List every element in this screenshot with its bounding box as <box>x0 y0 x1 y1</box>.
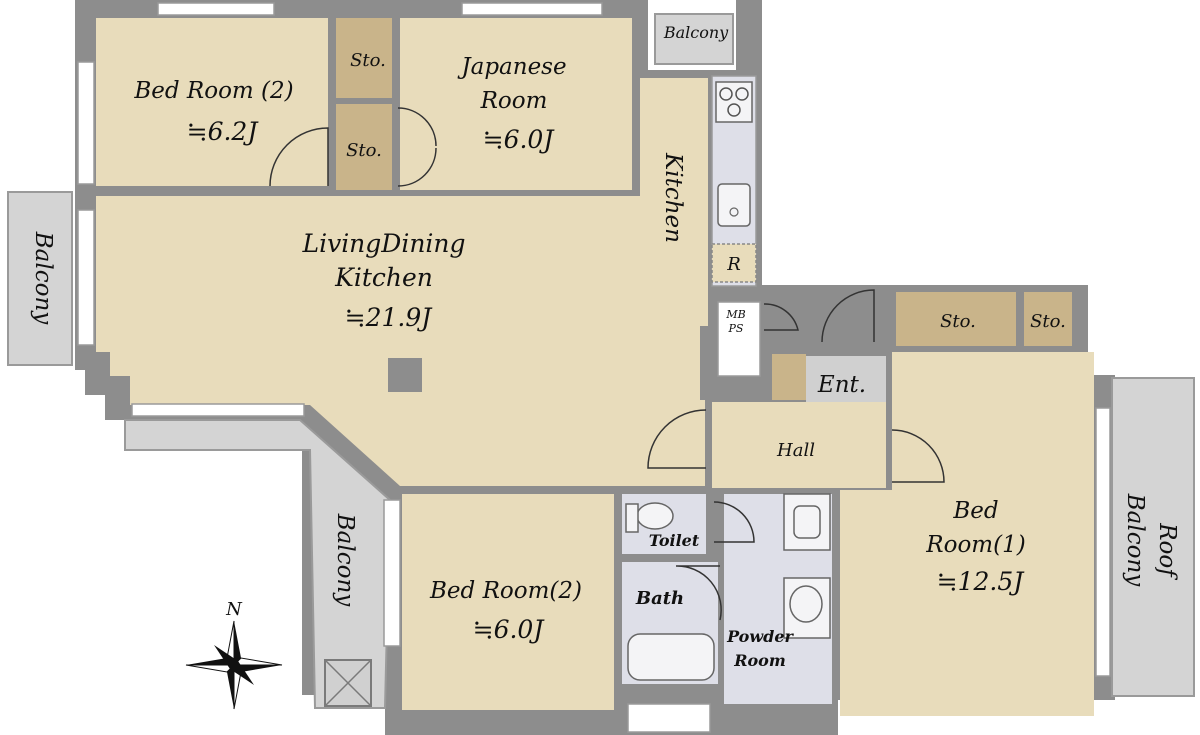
bedroom-1-name-1: Bed <box>952 498 998 524</box>
powder-room-label-2: Room <box>733 651 786 670</box>
ldk-floor <box>96 196 705 486</box>
ldk-area: ≒21.9J <box>345 303 434 332</box>
genkan-storage-floor <box>772 354 806 400</box>
bedroom-2-bottom-name: Bed Room(2) <box>429 578 582 604</box>
door-bedroom-2-top <box>269 127 329 187</box>
door-storage-b <box>397 107 437 147</box>
window-top-1 <box>157 2 275 16</box>
bedroom-2-bottom-area: ≒6.0J <box>473 615 546 644</box>
japanese-room-floor <box>400 18 632 190</box>
window-left-2 <box>77 209 95 346</box>
compass-west-point-2 <box>185 664 236 673</box>
door-hall-ldk <box>647 409 707 469</box>
window-bath-bottom <box>627 703 711 733</box>
labels: Bed Room (2) ≒6.2J Sto. Sto. Japanese Ro… <box>30 23 1180 670</box>
storage-b-label: Sto. <box>346 140 382 161</box>
door-storage-b-2 <box>397 147 437 187</box>
storage-c-label: Sto. <box>940 311 976 332</box>
balcony-bottom-area <box>124 419 392 709</box>
compass-icon: N <box>185 599 283 710</box>
bathtub <box>627 633 715 681</box>
balcony-bottom-label: Balcony <box>332 513 358 608</box>
fixtures <box>625 81 831 681</box>
japanese-room-name-1: Japanese <box>457 54 566 80</box>
window-ldk-bottom <box>131 403 305 417</box>
balcony-top-area <box>654 13 734 65</box>
hall-label: Hall <box>776 440 815 461</box>
compass-east-point-2 <box>232 657 283 666</box>
outer-wall-top-right <box>736 0 762 70</box>
japanese-room-name-2: Room <box>480 88 548 114</box>
fridge-label: R <box>726 254 741 275</box>
balcony-left-label: Balcony <box>30 231 56 326</box>
toilet-bowl <box>636 502 674 530</box>
door-mbps <box>763 303 799 331</box>
compass-label: N <box>225 599 243 620</box>
kitchen-floor <box>640 78 708 326</box>
bedroom-1-floor <box>840 352 1094 716</box>
balconies <box>7 13 1195 709</box>
compass-north-point <box>234 621 241 665</box>
burner-1 <box>719 87 733 101</box>
compass-diag-2 <box>214 645 254 685</box>
hall-floor <box>712 402 886 488</box>
bath-label: Bath <box>635 588 684 609</box>
storage-d-label: Sto. <box>1030 311 1066 332</box>
door-bedroom-1 <box>891 429 945 483</box>
bedroom-2-top-floor <box>96 18 328 186</box>
washer-pan <box>783 493 831 551</box>
bedroom-1-area: ≒12.5J <box>937 567 1026 596</box>
toilet-label: Toilet <box>649 531 700 550</box>
burner-3 <box>727 103 741 117</box>
compass-south-point <box>227 665 234 709</box>
kitchen-sink <box>717 183 751 227</box>
bedroom-2-top-name: Bed Room (2) <box>133 78 293 104</box>
mbps-floor <box>717 301 761 377</box>
window-bed1-right <box>1095 407 1111 677</box>
drain-x2 <box>324 659 372 707</box>
rooms <box>96 18 1094 716</box>
storage-a-floor <box>336 18 392 98</box>
mbps-label-1: MB <box>725 308 745 321</box>
storage-a-label: Sto. <box>350 50 386 71</box>
vanity-basin <box>789 585 823 623</box>
roof-balcony-label-1: Roof <box>1154 522 1180 580</box>
bedroom-2-top-area: ≒6.2J <box>187 117 260 146</box>
door-bath <box>675 565 722 621</box>
burner-2 <box>735 87 749 101</box>
bedroom-1-name-2: Room(1) <box>925 532 1025 558</box>
door-toilet <box>713 501 755 543</box>
bedroom-2-bottom-floor <box>402 494 614 710</box>
compass-east-point <box>234 665 282 672</box>
window-bed2-left <box>383 499 401 647</box>
ldk-name-1: LivingDining <box>301 229 465 258</box>
storage-c-floor <box>896 292 1016 346</box>
entrance-label: Ent. <box>817 372 866 398</box>
window-top-2 <box>461 2 603 16</box>
roof-balcony-area <box>1111 377 1195 697</box>
windows <box>77 2 1111 733</box>
compass-west-point <box>186 658 234 665</box>
washer-inner <box>793 505 821 539</box>
pillar <box>388 358 422 392</box>
balcony-left-area <box>7 191 73 366</box>
japanese-room-area: ≒6.0J <box>483 125 556 154</box>
ldk-name-2: Kitchen <box>334 263 433 292</box>
fridge-box <box>711 243 757 283</box>
window-left-1 <box>77 61 95 185</box>
toilet-tank <box>625 503 639 533</box>
mbps-label-2: PS <box>728 322 744 335</box>
balcony-top-label: Balcony <box>663 23 729 42</box>
sink-drain <box>729 207 739 217</box>
roof-balcony-label-2: Balcony <box>1122 493 1148 588</box>
doors <box>269 107 945 621</box>
door-entrance <box>821 289 875 343</box>
kitchen-label: Kitchen <box>660 152 686 243</box>
storage-b-floor <box>336 104 392 190</box>
powder-room-label-1: Powder <box>726 627 794 646</box>
storage-d-floor <box>1024 292 1072 346</box>
